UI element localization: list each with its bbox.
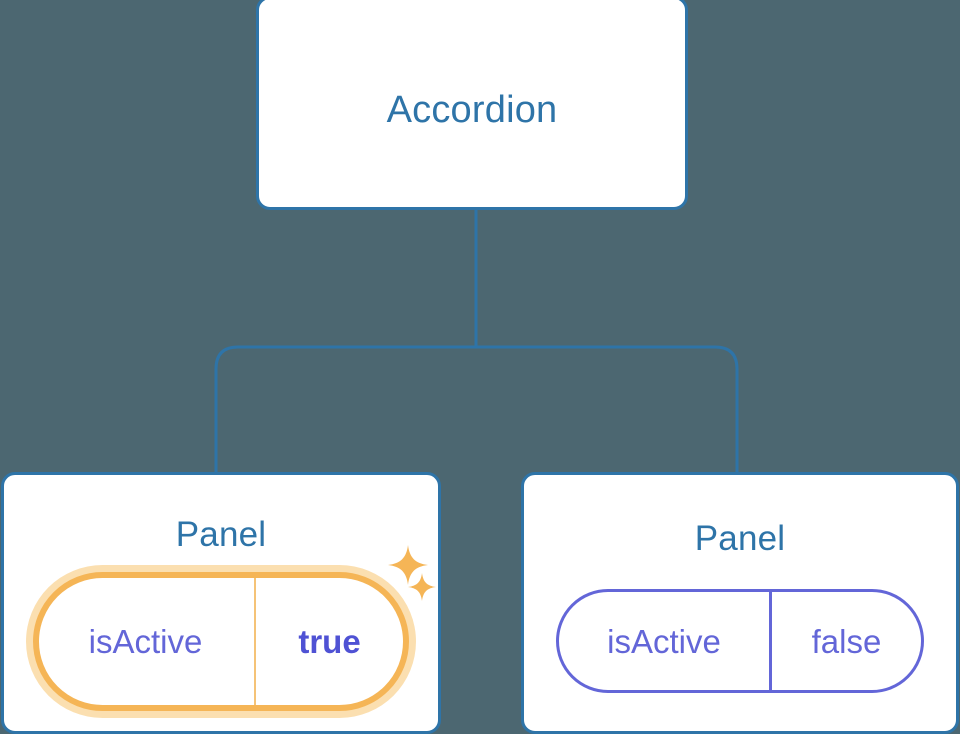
prop-value-isactive-false: false: [811, 622, 882, 660]
prop-pill-isactive-false[interactable]: isActive false: [556, 589, 924, 693]
node-panel-active-title: Panel: [175, 515, 267, 554]
node-accordion[interactable]: Accordion: [256, 0, 688, 210]
prop-key-isactive-false: isActive: [559, 592, 772, 690]
prop-key-isactive-true: isActive: [39, 578, 256, 705]
prop-value-isactive-true: true: [298, 623, 361, 660]
connector-branch-left: [214, 345, 476, 472]
prop-pill-isactive-true[interactable]: isActive true: [33, 572, 409, 711]
node-accordion-title: Accordion: [386, 89, 558, 131]
connector-branch-right: [476, 345, 739, 472]
node-panel-inactive-title: Panel: [694, 519, 786, 558]
